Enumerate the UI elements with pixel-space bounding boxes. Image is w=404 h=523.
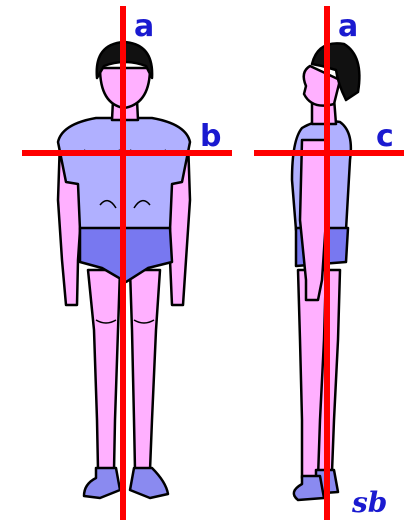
side-vertical-axis [324,6,330,520]
signature-mark: sb [351,486,387,519]
side-front-foot [294,476,324,500]
front-left-foot [84,468,120,498]
label-side-vertical: a [338,9,358,44]
front-left-leg [88,270,120,470]
front-vertical-axis [120,6,126,520]
label-front-vertical: a [134,9,154,44]
label-side-horizontal: c [376,119,394,154]
front-right-leg [130,270,160,470]
front-right-foot [130,468,168,498]
side-head [304,66,340,106]
label-front-horizontal: b [200,119,221,154]
